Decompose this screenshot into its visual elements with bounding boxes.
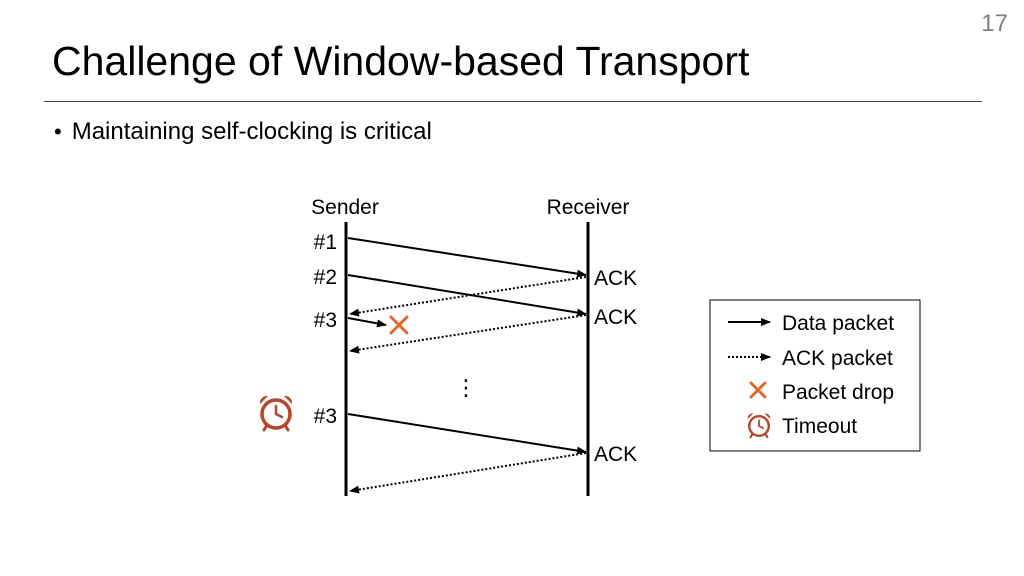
data-packet-arrow-2: [347, 274, 587, 317]
legend-label-ack-packet: ACK packet: [782, 347, 893, 370]
legend: Data packet ACK packet Packet drop Timeo…: [709, 299, 921, 452]
bullet-item: • Maintaining self-clocking is critical: [54, 118, 432, 146]
packet-label-2: #2: [314, 266, 337, 289]
data-packet-arrow-3-dropped: [347, 317, 387, 328]
legend-box: [709, 299, 921, 452]
ack-label-2: ACK: [594, 306, 637, 329]
ack-packet-arrow-3: [349, 452, 587, 494]
bullet-dot: •: [54, 119, 62, 144]
receiver-label: Receiver: [547, 196, 630, 219]
packet-label-3: #3: [314, 309, 337, 332]
legend-label-timeout: Timeout: [782, 415, 857, 438]
legend-label-packet-drop: Packet drop: [782, 381, 894, 404]
slide-number: 17: [981, 10, 1008, 37]
bullet-text: Maintaining self-clocking is critical: [71, 118, 432, 145]
title-divider: [44, 101, 982, 102]
packet-label-3-retransmit: #3: [314, 405, 337, 428]
ack-label-3: ACK: [594, 443, 637, 466]
sender-label: Sender: [311, 196, 379, 219]
ack-packet-arrow-2: [349, 314, 587, 354]
data-packet-arrow-3-retransmit: [347, 413, 587, 455]
ellipsis: ⋮: [455, 375, 477, 400]
legend-label-data-packet: Data packet: [782, 312, 894, 335]
x-mark-icon: [389, 315, 409, 335]
alarm-clock-icon: [747, 413, 771, 439]
alarm-clock-icon: [259, 395, 293, 432]
data-packet-arrow-1: [347, 237, 587, 278]
packet-label-1: #1: [314, 231, 337, 254]
x-mark-icon: [749, 381, 767, 399]
slide-title: Challenge of Window-based Transport: [52, 38, 750, 84]
ack-label-1: ACK: [594, 267, 637, 290]
